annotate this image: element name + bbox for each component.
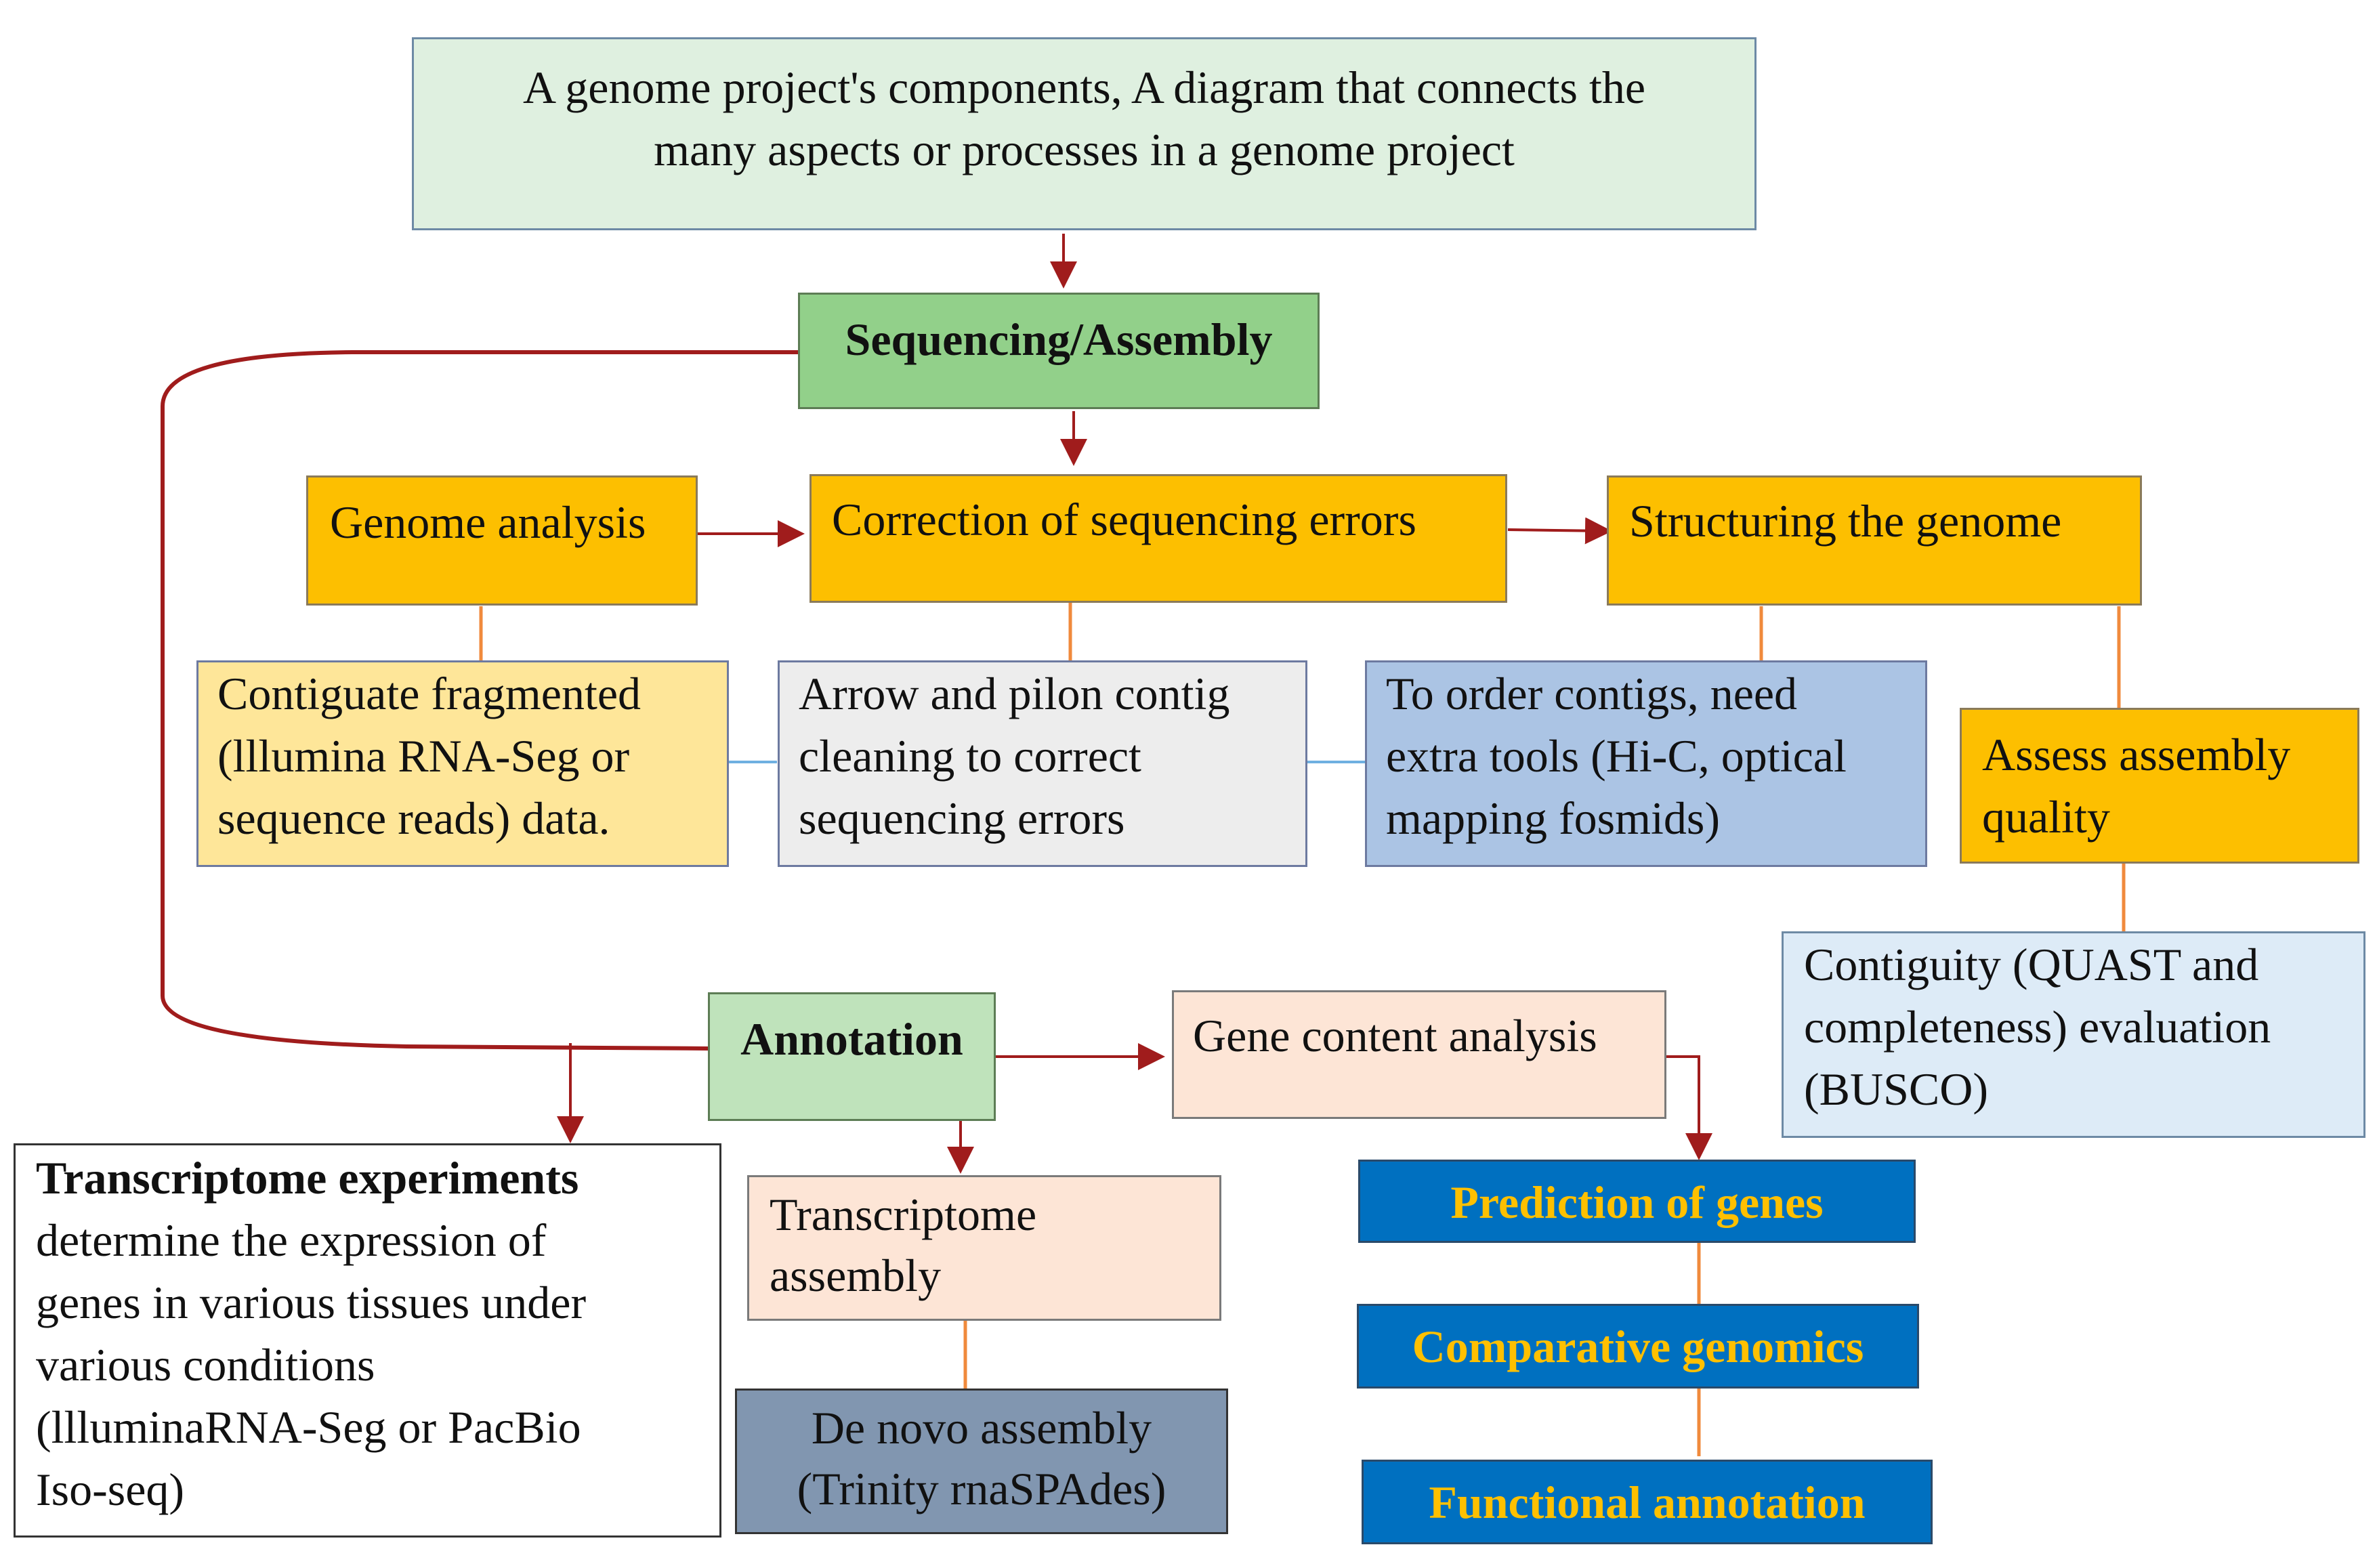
contiguity-line2: completeness) evaluation (1804, 1001, 2271, 1053)
project-title-box: A genome project's components, A diagram… (412, 37, 1757, 230)
arrow-pilon-line3: sequencing errors (799, 792, 1125, 844)
project-title-line1: A genome project's components, A diagram… (522, 62, 1646, 113)
contiguate-line1: Contiguate fragmented (217, 668, 641, 719)
transcriptome-experiments-box: Transcriptome experiments determine the … (14, 1143, 721, 1538)
de-novo-assembly-box: De novo assembly (Trinity rnaSPAdes) (735, 1389, 1228, 1534)
transcriptome-experiments-heading: Transcriptome experiments (36, 1152, 579, 1204)
prediction-label: Prediction of genes (1450, 1177, 1824, 1228)
curve-sequencing-to-annotation (161, 350, 798, 1051)
order-contigs-box: To order contigs, need extra tools (Hi-C… (1365, 660, 1927, 867)
order-contigs-line2: extra tools (Hi-C, optical (1386, 730, 1847, 782)
de-novo-line1: De novo assembly (811, 1402, 1152, 1454)
transcriptome-experiments-line3: various conditions (36, 1339, 375, 1391)
arrow-pilon-line2: cleaning to correct (799, 730, 1141, 782)
contiguity-box: Contiguity (QUAST and completeness) eval… (1782, 931, 2365, 1138)
arrow-pilon-line1: Arrow and pilon contig (799, 668, 1230, 719)
project-title-line2: many aspects or processes in a genome pr… (654, 124, 1515, 175)
structuring-box: Structuring the genome (1607, 475, 2142, 606)
arrow-correction-to-structuring (1507, 517, 1612, 545)
correction-label: Correction of sequencing errors (832, 494, 1416, 545)
assess-line1: Assess assembly (1982, 729, 2291, 780)
genome-analysis-label: Genome analysis (330, 496, 646, 548)
contiguate-line3: sequence reads) data. (217, 792, 610, 844)
transcriptome-experiments-line4: (llluminaRNA-Seg or PacBio (36, 1401, 581, 1453)
contiguate-line2: (lllumina RNA-Seg or (217, 730, 630, 782)
comparative-label: Comparative genomics (1412, 1321, 1864, 1372)
functional-label: Functional annotation (1429, 1477, 1866, 1528)
structuring-label: Structuring the genome (1629, 495, 2062, 547)
arrow-pilon-box: Arrow and pilon contig cleaning to corre… (778, 660, 1307, 867)
order-contigs-line1: To order contigs, need (1386, 668, 1798, 719)
gene-content-box: Gene content analysis (1172, 990, 1666, 1119)
annotation-box: Annotation (708, 992, 996, 1121)
gene-content-label: Gene content analysis (1193, 1010, 1597, 1061)
transcriptome-assembly-line2: assembly (770, 1250, 942, 1301)
comparative-genomics-box: Comparative genomics (1357, 1304, 1919, 1389)
contiguate-box: Contiguate fragmented (lllumina RNA-Seg … (196, 660, 729, 867)
annotation-label: Annotation (740, 1013, 963, 1065)
transcriptome-experiments-line5: Iso-seq) (36, 1464, 185, 1515)
arrow-gene-content-to-prediction (1666, 1055, 1712, 1160)
contiguity-line1: Contiguity (QUAST and (1804, 939, 2259, 990)
transcriptome-assembly-line1: Transcriptome (770, 1189, 1037, 1240)
assess-quality-box: Assess assembly quality (1960, 708, 2359, 864)
de-novo-line2: (Trinity rnaSPAdes) (797, 1463, 1166, 1514)
sequencing-assembly-box: Sequencing/Assembly (798, 293, 1320, 409)
contiguity-line3: (BUSCO) (1804, 1063, 1989, 1115)
sequencing-assembly-label: Sequencing/Assembly (845, 314, 1273, 365)
transcriptome-assembly-box: Transcriptome assembly (747, 1175, 1221, 1321)
order-contigs-line3: mapping fosmids) (1386, 792, 1720, 844)
transcriptome-experiments-line1: determine the expression of (36, 1214, 547, 1266)
prediction-of-genes-box: Prediction of genes (1358, 1160, 1916, 1243)
genome-analysis-box: Genome analysis (306, 475, 698, 606)
transcriptome-experiments-line2: genes in various tissues under (36, 1277, 587, 1328)
correction-box: Correction of sequencing errors (809, 474, 1507, 603)
assess-line2: quality (1982, 791, 2110, 843)
functional-annotation-box: Functional annotation (1362, 1460, 1933, 1544)
